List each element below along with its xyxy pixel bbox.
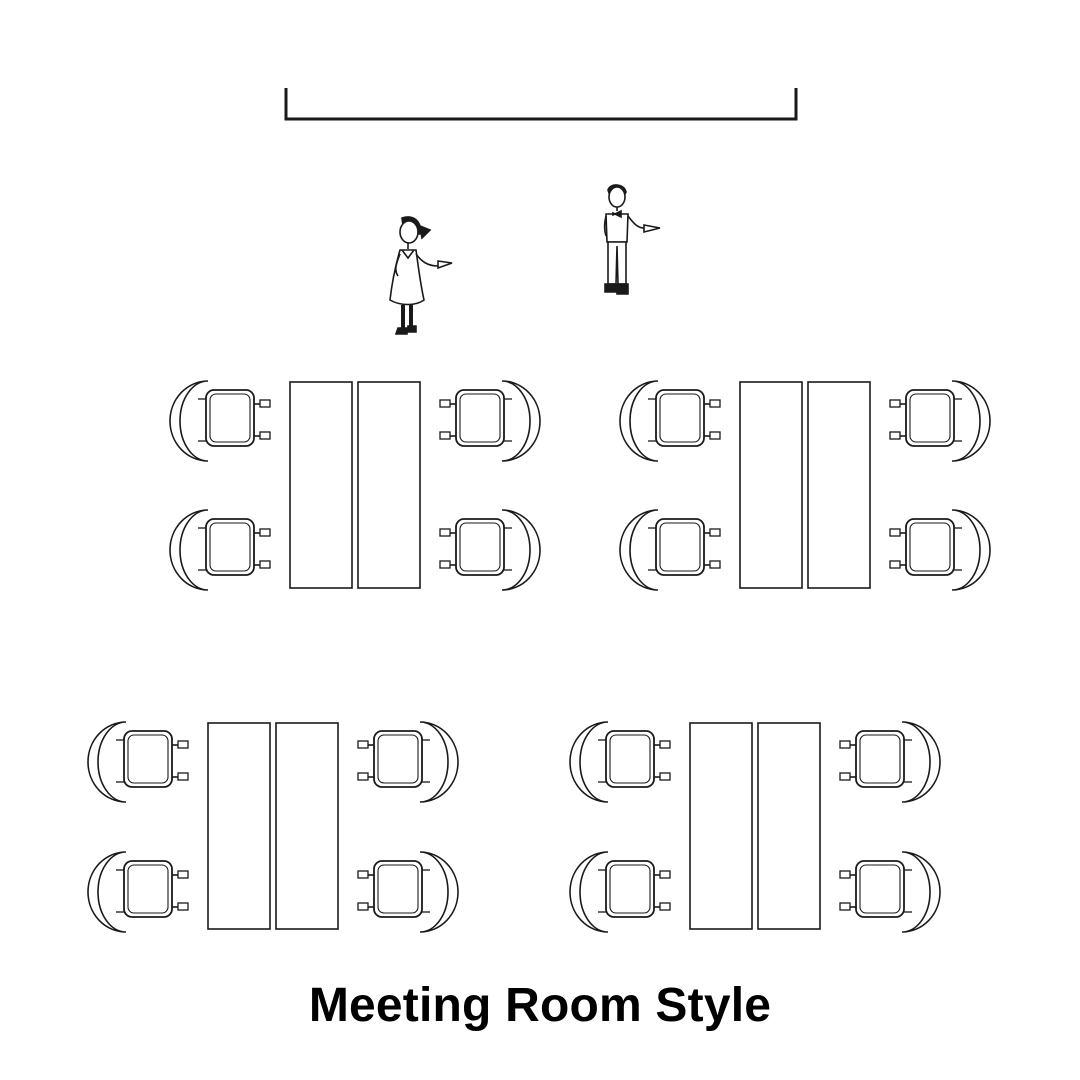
- diagram-caption: Meeting Room Style: [308, 979, 772, 1032]
- chair-icon: [890, 510, 990, 590]
- table-icon: [207, 722, 271, 930]
- chair-icon: [840, 722, 940, 802]
- table-icon: [689, 722, 753, 930]
- chair-icon: [569, 851, 671, 933]
- table-icon: [289, 381, 353, 589]
- table-icon: [357, 381, 421, 589]
- projection-screen-icon: [284, 88, 798, 121]
- chair-icon: [840, 852, 940, 932]
- chair-icon: [169, 509, 271, 591]
- chair-icon: [440, 510, 540, 590]
- chair-icon: [890, 381, 990, 461]
- table-group-1: [169, 380, 540, 591]
- table-group-2: [619, 380, 990, 591]
- chair-icon: [358, 722, 458, 802]
- man-presenter-icon: [603, 184, 661, 295]
- chair-icon: [619, 380, 721, 462]
- chair-icon: [569, 721, 671, 803]
- chair-icon: [169, 380, 271, 462]
- table-icon: [275, 722, 339, 930]
- table-icon: [757, 722, 821, 930]
- woman-presenter-icon: [389, 216, 453, 335]
- chair-icon: [440, 381, 540, 461]
- chair-icon: [87, 851, 189, 933]
- chair-icon: [619, 509, 721, 591]
- table-group-3: [87, 721, 458, 933]
- chair-icon: [87, 721, 189, 803]
- table-icon: [807, 381, 871, 589]
- chair-icon: [358, 852, 458, 932]
- table-group-4: [569, 721, 940, 933]
- table-icon: [739, 381, 803, 589]
